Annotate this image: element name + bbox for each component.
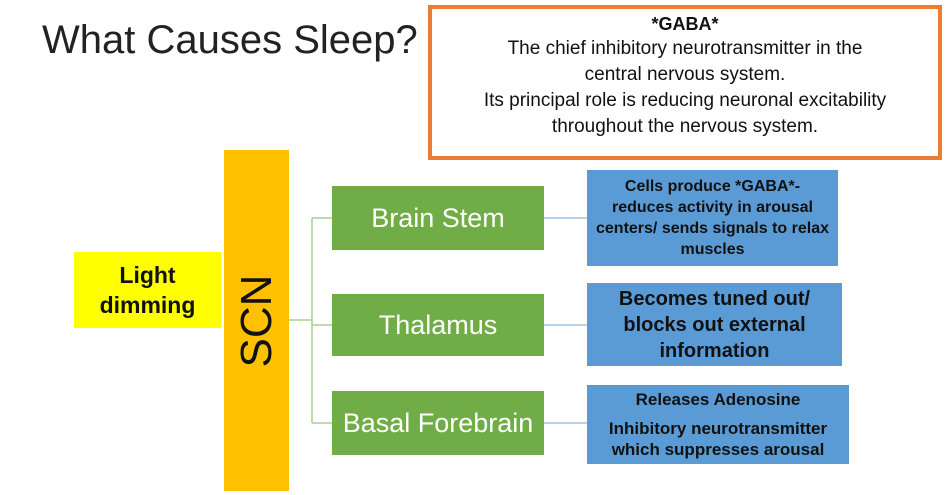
thalamus-box: Thalamus	[332, 294, 544, 356]
thalamus-desc-line-1: Becomes tuned out/	[618, 287, 811, 310]
basal-forebrain-box: Basal Forebrain	[332, 391, 544, 455]
scn-box: SCN	[224, 150, 289, 491]
basal-forebrain-description: Releases Adenosine Inhibitory neurotrans…	[587, 385, 849, 464]
gaba-line-3: Its principal role is reducing neuronal …	[483, 90, 887, 111]
basal-forebrain-label: Basal Forebrain	[342, 407, 534, 438]
light-dimming-line-1: Light	[119, 262, 176, 288]
thalamus-description: Becomes tuned out/ blocks out external i…	[587, 283, 842, 366]
brain-stem-description: Cells produce *GABA*- reduces activity i…	[587, 170, 838, 266]
gaba-line-2: central nervous system.	[584, 64, 786, 85]
basal-forebrain-desc-heading: Releases Adenosine	[635, 390, 801, 409]
brain-stem-box: Brain Stem	[332, 186, 544, 250]
thalamus-desc-line-2: blocks out external	[623, 313, 806, 336]
basal-forebrain-desc-line-2: which suppresses arousal	[611, 440, 825, 459]
brain-stem-desc-line-2: reduces activity in arousal	[612, 199, 813, 216]
light-dimming-box: Light dimming	[74, 252, 221, 328]
gaba-line-1: The chief inhibitory neurotransmitter in…	[507, 38, 863, 59]
brain-stem-desc-line-1: Cells produce *GABA*-	[624, 178, 801, 195]
brain-stem-label: Brain Stem	[371, 202, 505, 233]
gaba-line-4: throughout the nervous system.	[551, 116, 819, 137]
thalamus-label: Thalamus	[378, 309, 498, 340]
thalamus-desc-line-3: information	[659, 339, 770, 362]
scn-label: SCN	[231, 274, 281, 367]
gaba-heading: *GABA*	[651, 14, 719, 34]
basal-forebrain-desc-line-1: Inhibitory neurotransmitter	[608, 419, 828, 438]
gaba-definition-box: *GABA* The chief inhibitory neurotransmi…	[428, 5, 942, 160]
brain-stem-desc-line-4: muscles	[680, 241, 745, 258]
light-dimming-line-2: dimming	[99, 292, 196, 318]
page-title: What Causes Sleep?	[42, 18, 418, 62]
brain-stem-desc-line-3: centers/ sends signals to relax	[596, 220, 829, 237]
